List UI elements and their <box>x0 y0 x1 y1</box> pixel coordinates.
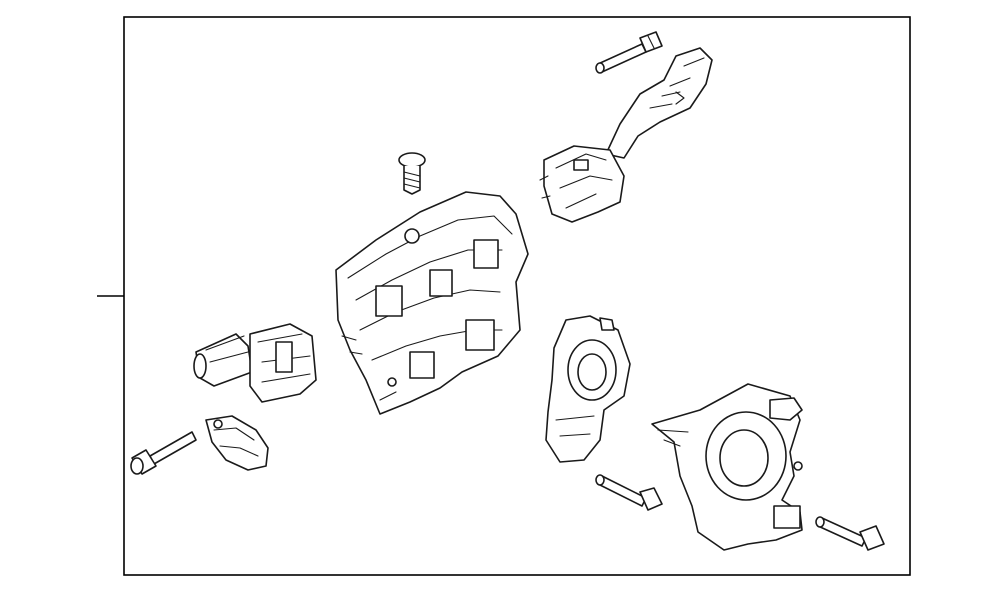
steering-angle-sensor <box>545 315 631 463</box>
turn-signal-wiper-stalk <box>539 47 713 223</box>
ignition-switch-assembly <box>193 323 317 403</box>
bolt-right <box>815 516 885 551</box>
mounting-bolt-top <box>595 31 663 74</box>
bolt-middle <box>595 474 663 511</box>
screw <box>398 152 426 195</box>
sensor-bracket <box>205 415 269 471</box>
switch-housing-bracket <box>335 191 529 415</box>
bolt-left <box>130 431 197 475</box>
clock-spring <box>651 383 803 551</box>
